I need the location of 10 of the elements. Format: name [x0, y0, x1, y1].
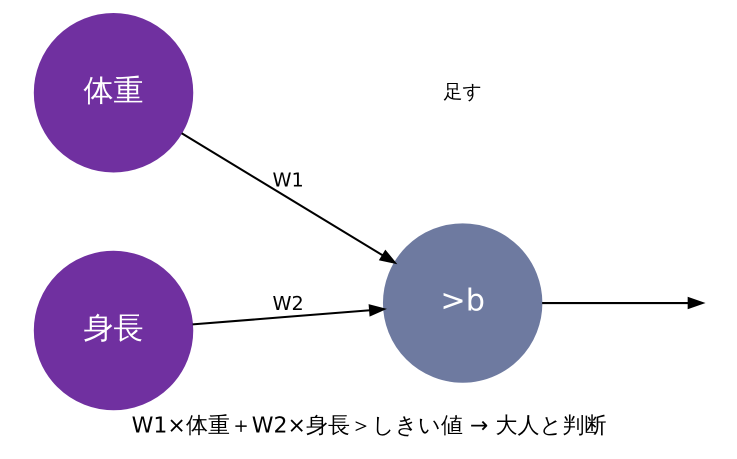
- node-circle: 体重: [33, 13, 193, 172]
- caption: W1×体重＋W2×身長＞しきい値 → 大人と判断: [131, 414, 606, 439]
- label: 足す: [443, 80, 482, 103]
- arrow: [180, 132, 397, 264]
- node-circle: >b: [382, 223, 542, 383]
- edge-label: W1: [272, 168, 304, 192]
- node-circle: 身長: [33, 250, 193, 410]
- arrow: [192, 304, 386, 326]
- edge-label: W2: [272, 292, 304, 316]
- arrow: [542, 296, 706, 310]
